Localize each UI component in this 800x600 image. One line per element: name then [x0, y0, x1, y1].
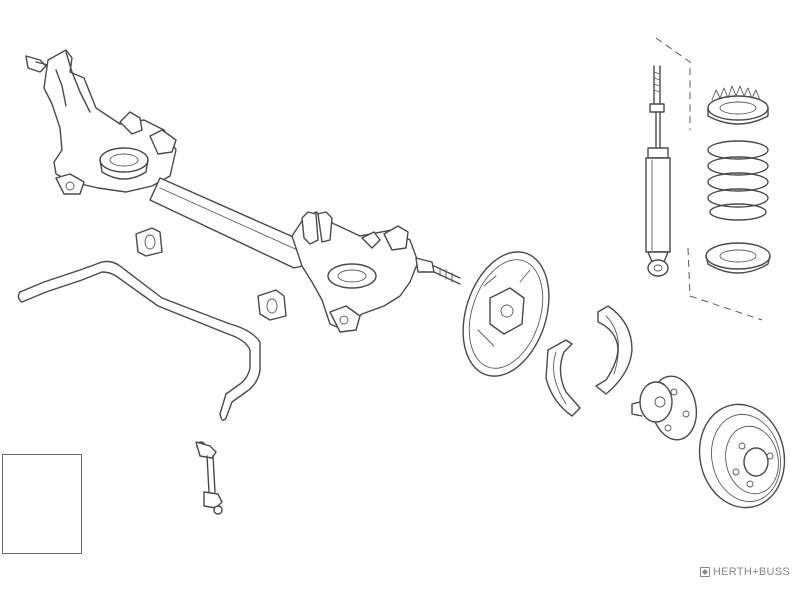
rear-axle-beam	[25, 49, 461, 333]
wheel-hub	[631, 375, 698, 441]
shock-absorber	[645, 65, 671, 277]
herth-buss-logo-icon	[699, 567, 710, 577]
brake-shoe-left	[545, 339, 581, 417]
brake-backing-plate	[462, 251, 550, 377]
brake-shoe-right	[595, 305, 633, 395]
brake-drum	[698, 403, 786, 509]
coil-spring	[707, 140, 769, 221]
brand-name: HERTH+BUSS	[712, 566, 790, 578]
stabilizer-bar	[17, 260, 261, 421]
vehicle-position-inset	[2, 454, 82, 554]
assembly-group-outline	[655, 37, 763, 321]
brand-watermark: HERTH+BUSS	[699, 566, 790, 578]
stabilizer-bushing-right	[257, 289, 287, 321]
upper-spring-seat	[707, 85, 769, 125]
lower-spring-seat	[705, 242, 771, 274]
stabilizer-link	[195, 441, 223, 515]
stabilizer-bushing-left	[135, 227, 163, 257]
